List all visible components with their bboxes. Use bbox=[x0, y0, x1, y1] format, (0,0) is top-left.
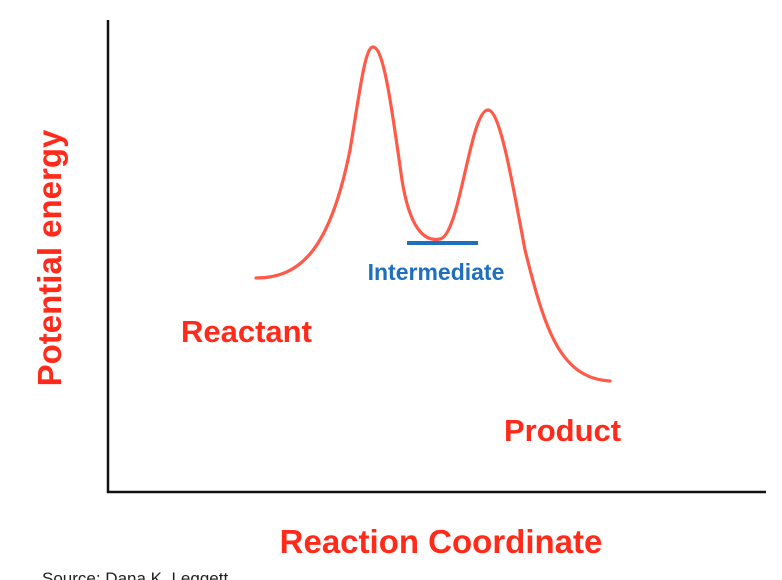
product-label: Product bbox=[504, 413, 621, 448]
x-axis-label: Reaction Coordinate bbox=[280, 523, 603, 560]
source-credit: Source: Dana K. Leggett bbox=[42, 569, 228, 580]
reactant-label: Reactant bbox=[181, 314, 312, 349]
intermediate-label: Intermediate bbox=[368, 259, 505, 285]
y-axis-label: Potential energy bbox=[31, 129, 68, 386]
energy-curve bbox=[254, 45, 612, 383]
